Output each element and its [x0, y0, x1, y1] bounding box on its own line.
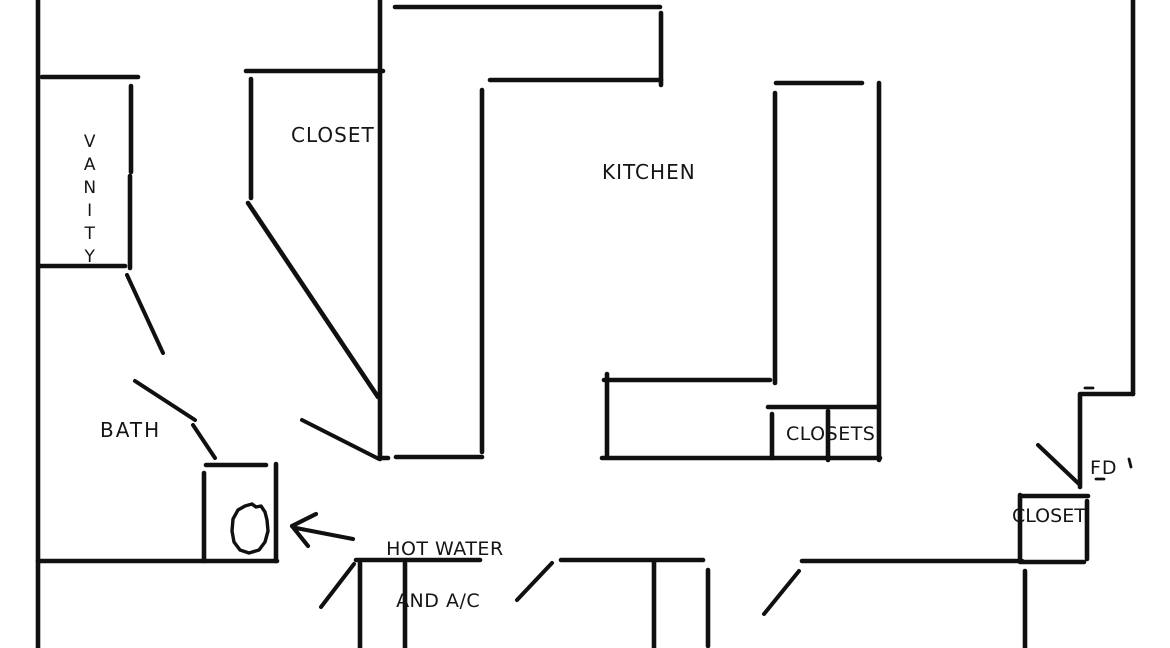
door-swing-line: [515, 561, 554, 602]
walls-group: [35, 0, 1136, 648]
door-swing-line: [319, 562, 356, 609]
door-swing-line: [1036, 443, 1081, 486]
label-vanity: VANITY: [79, 132, 100, 270]
arrow-line: [293, 525, 356, 542]
label-closet-upper: CLOSET: [291, 123, 375, 147]
wall-segment: [245, 200, 381, 400]
label-fd: FD: [1090, 457, 1118, 479]
label-kitchen: KITCHEN: [602, 160, 696, 184]
door-swing-line: [133, 379, 197, 422]
label-closets: CLOSETS: [786, 423, 876, 445]
label-closet-right: CLOSET: [1012, 505, 1086, 527]
pen-mark: [1127, 457, 1133, 469]
door-swing-line: [125, 273, 165, 355]
door-swing-line: [191, 423, 217, 460]
label-hot-water-line2: AND A/C: [396, 590, 481, 612]
pen-marks-group: [1083, 386, 1133, 481]
label-hot-water-line1: HOT WATER: [386, 538, 504, 560]
door-swing-line: [300, 418, 381, 461]
hot-water-arrow-icon: [289, 511, 356, 549]
label-bath: BATH: [100, 418, 162, 442]
arrow-line: [289, 511, 319, 529]
door-swings-group: [125, 273, 1081, 616]
label-hot-water: HOT WATER AND A/C: [360, 510, 503, 640]
door-swing-line: [762, 569, 801, 616]
arrow-line: [289, 523, 311, 549]
toilet-bowl-icon: [230, 502, 270, 555]
